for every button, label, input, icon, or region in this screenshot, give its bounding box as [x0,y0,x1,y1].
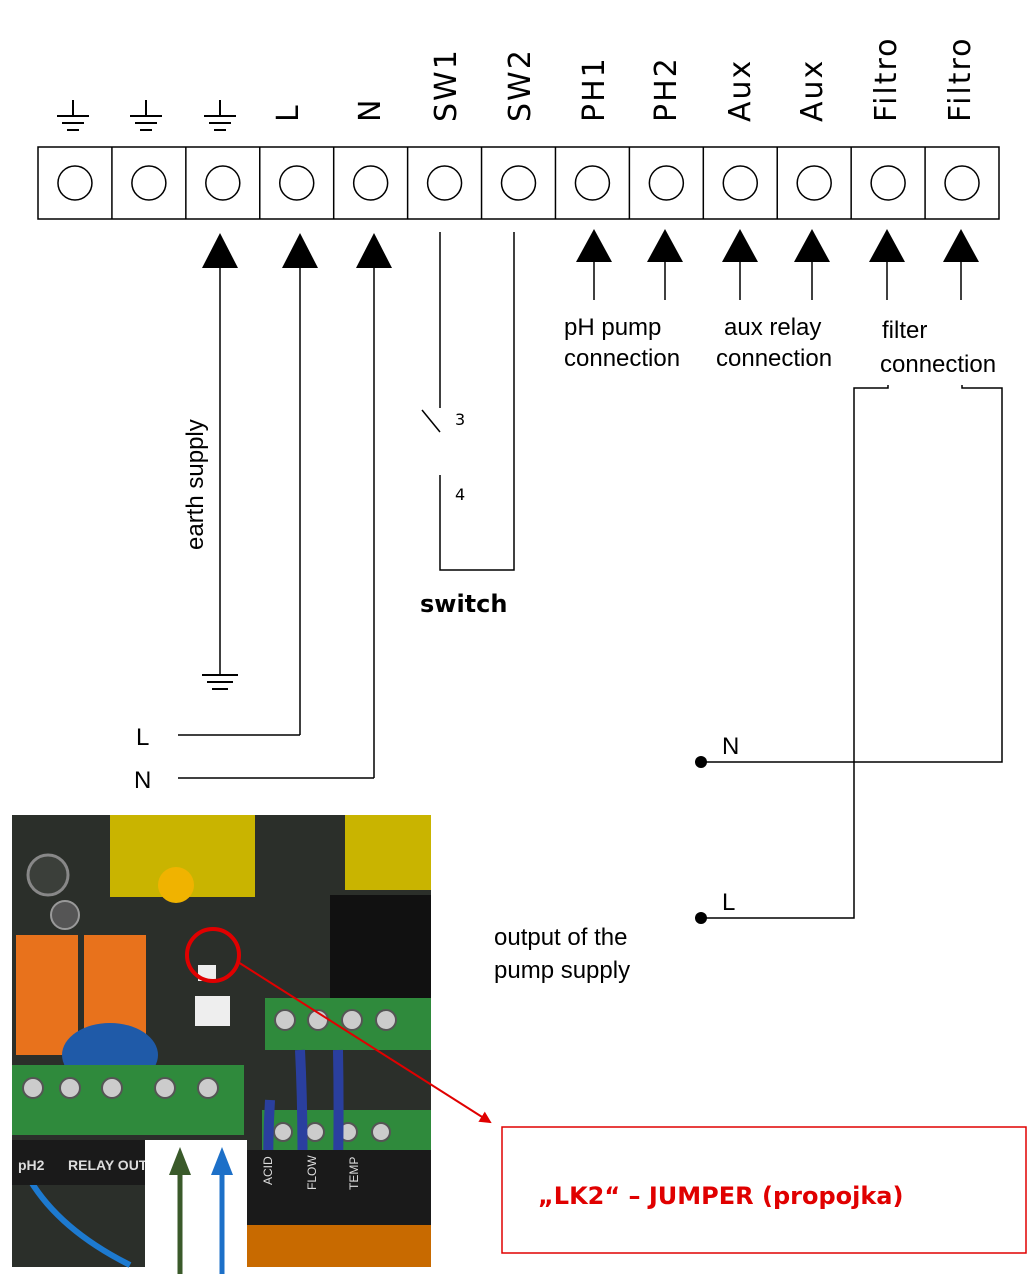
connection-arrows [202,229,979,778]
callout-pointer [237,961,492,1124]
terminal-screw [352,165,389,201]
photo-arrows [169,1147,233,1274]
terminal-screw [722,165,759,201]
terminal-label-Aux-2: Aux [795,59,830,122]
terminal-label-Aux-1: Aux [723,59,758,122]
terminal-block [37,146,1000,220]
terminal-screw [574,165,611,201]
terminal-screw [944,165,980,201]
board-label-acid: ACID [261,1156,275,1185]
terminal-label-SW2: SW2 [503,48,538,122]
jumper-callout-text: „LK2“ – JUMPER (propojka) [538,1182,903,1210]
aux-relay-label-1: aux relay [724,314,821,341]
supply-L-label: L [136,724,149,751]
filter-output-wires [700,385,1003,919]
terminal-screw [500,165,537,201]
terminal-screw [131,165,167,201]
terminal-label-L: L [271,103,306,122]
output-N-terminal [695,756,707,768]
output-label-1: output of the [494,924,627,951]
earth-icon [202,674,238,690]
board-label-temp: TEMP [347,1157,361,1190]
terminal-label-N: N [353,98,388,122]
terminal-screw [426,165,463,201]
output-L-terminal [695,912,707,924]
board-photo: pH2 RELAY OUT ACID FLOW TEMP [12,815,431,1274]
earth-icon [130,100,162,131]
output-L-label: L [722,889,735,916]
board-label-flow: FLOW [305,1155,319,1190]
terminal-label-PH2: PH2 [649,56,684,122]
supply-wires [178,734,374,779]
terminal-screw [278,165,315,201]
output-label-2: pump supply [494,957,630,984]
jumper-callout: „LK2“ – JUMPER (propojka) [501,1126,1027,1254]
earth-icon [57,100,89,131]
earth-supply-label: earth supply [182,419,209,550]
earth-icon [204,100,236,131]
switch-pin-4: 4 [455,485,465,504]
switch-wiring [421,232,515,571]
supply-N-label: N [134,767,151,794]
filter-label-1: filter [882,317,927,344]
terminal-screw [796,165,832,201]
ph-pump-label-2: connection [564,345,680,372]
switch-pin-3: 3 [455,410,465,429]
terminal-screw [870,165,906,201]
terminal-screw [205,165,241,201]
jumper-highlight-circle [185,927,241,983]
board-label-relay-out: RELAY OUT [68,1157,148,1173]
terminal-label-PH1: PH1 [577,56,612,122]
switch-label: switch [420,590,507,618]
terminal-screw [57,165,93,201]
terminal-label-SW1: SW1 [429,48,464,122]
terminal-label-Filtro-1: Filtro [869,36,904,122]
terminal-labels: L N SW1 SW2 PH1 PH2 Aux Aux Filtro Filtr… [271,36,978,122]
ph-pump-label-1: pH pump [564,314,661,341]
aux-relay-label-2: connection [716,345,832,372]
board-label-ph2: pH2 [18,1157,45,1173]
output-N-label: N [722,733,739,760]
filter-label-2: connection [880,351,996,378]
terminal-label-Filtro-2: Filtro [943,36,978,122]
terminal-screw [648,165,685,201]
